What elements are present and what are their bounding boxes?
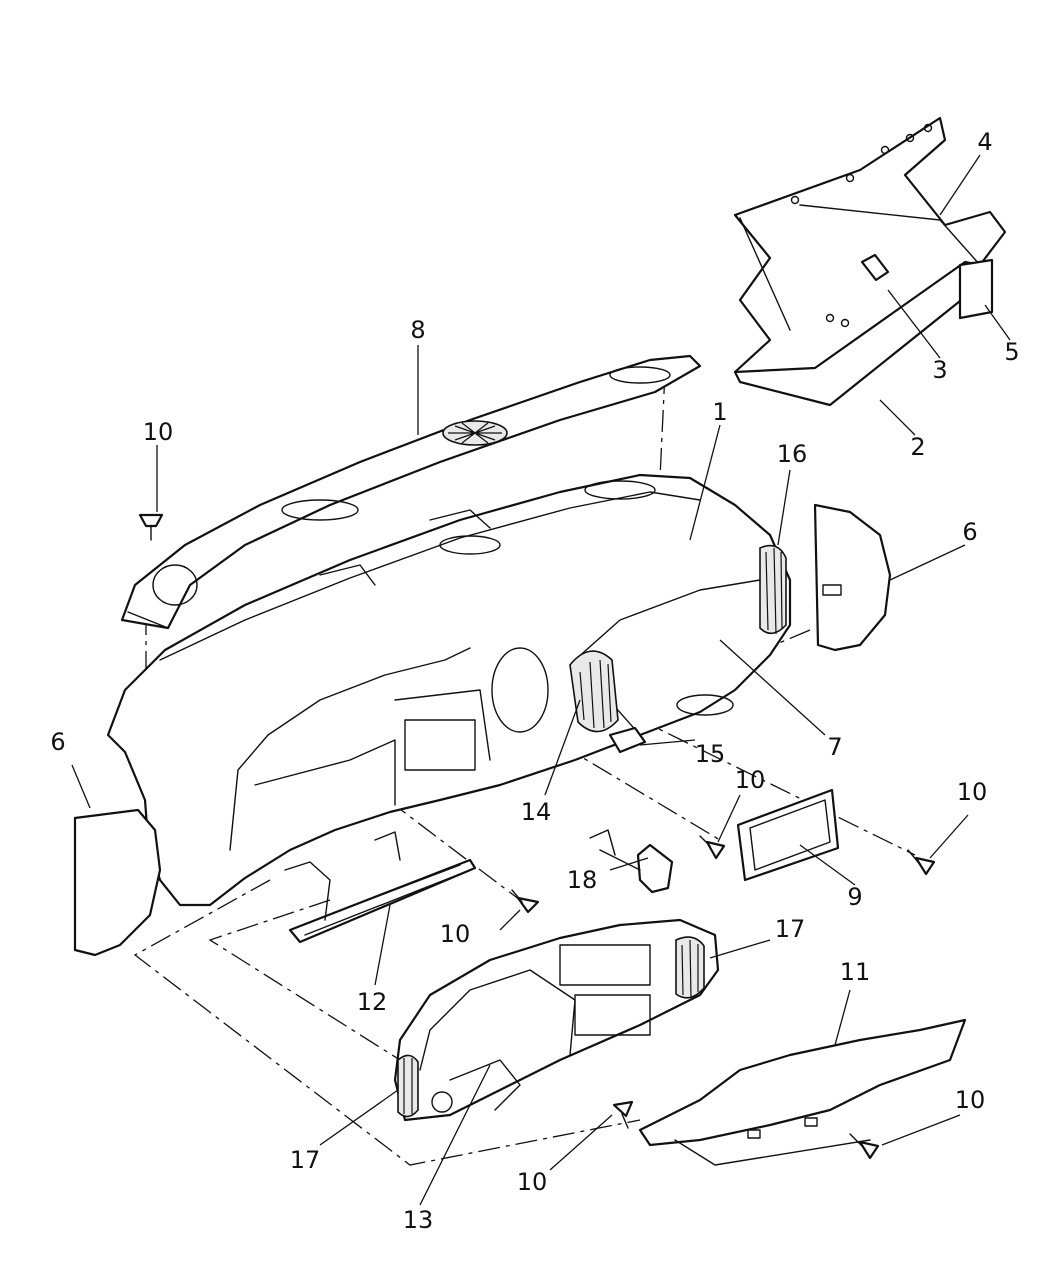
callout-18: 18 <box>567 866 598 894</box>
callout-15: 15 <box>695 740 726 768</box>
part-cluster-bezel <box>393 918 720 1122</box>
callout-14: 14 <box>521 798 552 826</box>
part-end-cap-left <box>73 808 162 957</box>
part-upper-trim-cover <box>120 354 702 630</box>
part-glove-box-assembly <box>733 116 1007 407</box>
callout-6-left: 6 <box>50 728 65 756</box>
part-bracket-12 <box>284 831 477 944</box>
leader-lines <box>71 154 1011 1206</box>
callout-9: 9 <box>847 883 862 911</box>
callout-10-bottom-right: 10 <box>955 1086 986 1114</box>
callout-5: 5 <box>1004 338 1019 366</box>
callout-12: 12 <box>357 988 388 1016</box>
callout-8: 8 <box>410 316 425 344</box>
callout-1: 1 <box>712 398 727 426</box>
callout-10-mid-right: 10 <box>735 766 766 794</box>
callout-17-bottom: 17 <box>290 1146 321 1174</box>
callout-16: 16 <box>777 440 808 468</box>
callout-2: 2 <box>910 433 925 461</box>
callout-11: 11 <box>840 958 871 986</box>
fastener-screws <box>138 513 936 1160</box>
callout-10-center: 10 <box>440 920 471 948</box>
callout-labels: 1 2 3 4 5 6 6 7 8 9 10 10 10 10 10 10 11… <box>50 128 1019 1234</box>
callout-7: 7 <box>827 733 842 761</box>
callout-17-right: 17 <box>775 915 806 943</box>
part-switch-18 <box>589 829 674 894</box>
callout-13: 13 <box>403 1206 434 1234</box>
callout-10-top-left: 10 <box>143 418 174 446</box>
callout-10-bottom-center: 10 <box>517 1168 548 1196</box>
part-end-cap-right <box>813 503 892 652</box>
callout-4: 4 <box>977 128 992 156</box>
callout-6-right: 6 <box>962 518 977 546</box>
part-switch-15 <box>608 726 647 754</box>
part-bezel-9 <box>736 788 840 882</box>
callout-3: 3 <box>932 356 947 384</box>
callout-10-far-right: 10 <box>957 778 988 806</box>
part-instrument-panel <box>106 473 792 907</box>
part-lower-trim-11 <box>638 1018 967 1166</box>
